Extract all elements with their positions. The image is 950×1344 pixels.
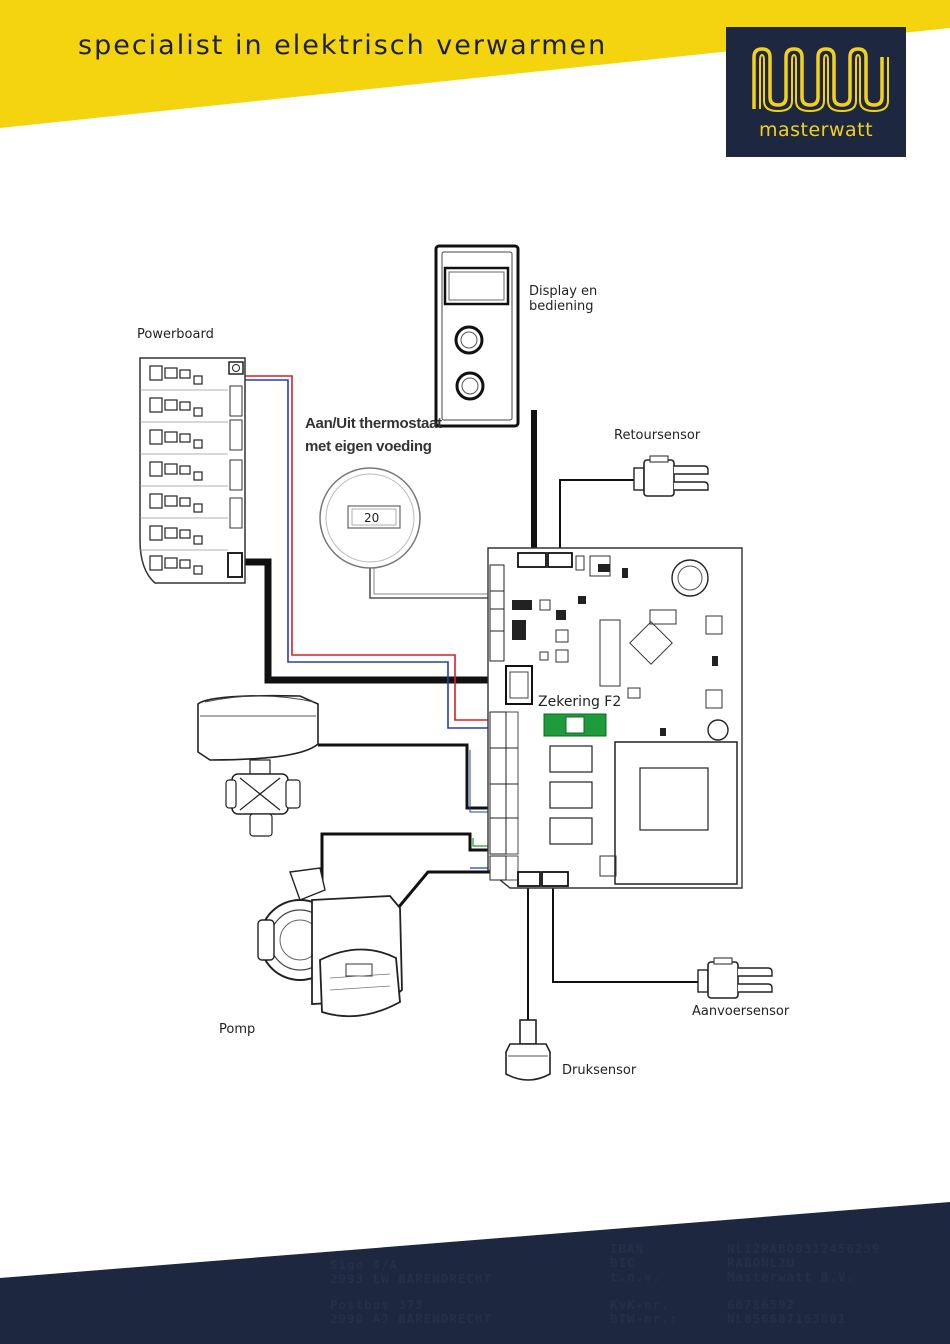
label-aanvoersensor: Aanvoersensor bbox=[692, 1004, 790, 1019]
valve-cable bbox=[318, 743, 490, 810]
footer-reg-labels: KvK-nr. BTW-nr.: bbox=[610, 1297, 679, 1326]
header-band bbox=[0, 0, 950, 150]
thermostat bbox=[319, 467, 421, 569]
masterwatt-logo: masterwatt bbox=[726, 27, 906, 157]
controller-board bbox=[487, 547, 743, 889]
label-druksensor: Druksensor bbox=[562, 1063, 637, 1078]
label-pump: Pomp bbox=[219, 1022, 256, 1037]
thermostat-wire bbox=[369, 560, 490, 599]
thermostat-setpoint: 20 bbox=[364, 511, 380, 525]
circulation-pump bbox=[257, 867, 403, 1018]
three-way-valve bbox=[197, 694, 319, 837]
label-thermostat: Aan/Uit thermostaat met eigen voeding bbox=[305, 415, 442, 455]
tagline: specialist in elektrisch verwarmen bbox=[78, 30, 608, 61]
pump-cable-b bbox=[396, 870, 490, 909]
retoursensor-cable bbox=[559, 479, 635, 566]
blue-power-wire bbox=[236, 379, 490, 729]
powerboard-cable bbox=[235, 558, 506, 684]
footer-reg-values: 66786592 NL856687163B01 bbox=[727, 1297, 847, 1326]
pump-cable-a bbox=[320, 832, 490, 880]
heating-coil-icon bbox=[752, 47, 889, 113]
aanvoersensor-cable bbox=[552, 885, 700, 983]
footer-navy-band bbox=[0, 1202, 950, 1344]
retoursensor bbox=[633, 455, 709, 497]
footer bbox=[0, 1190, 950, 1344]
footer-address-2: Postbus 373 2990 AJ BARENDRECHT bbox=[330, 1297, 492, 1326]
aanvoersensor bbox=[697, 957, 773, 999]
label-fuse: Zekering F2 bbox=[538, 694, 622, 710]
red-power-wire bbox=[236, 375, 490, 721]
display-unit bbox=[434, 244, 520, 428]
footer-bank-labels: IBAN BIC t.n.v. bbox=[610, 1241, 662, 1284]
footer-address-1-text: Sigo 4/A 2993 LW BARENDRECHT bbox=[330, 1257, 492, 1286]
label-retoursensor: Retoursensor bbox=[614, 428, 701, 443]
header-yellow-band bbox=[0, 0, 950, 128]
footer-bank-values: NL12RABO0312456239 RABONL2U Masterwatt B… bbox=[727, 1241, 881, 1284]
druksensor bbox=[505, 1019, 551, 1081]
logo-text: masterwatt bbox=[758, 119, 874, 141]
powerboard bbox=[139, 357, 246, 584]
label-display: Display en bediening bbox=[529, 284, 598, 314]
label-powerboard: Powerboard bbox=[137, 327, 214, 342]
